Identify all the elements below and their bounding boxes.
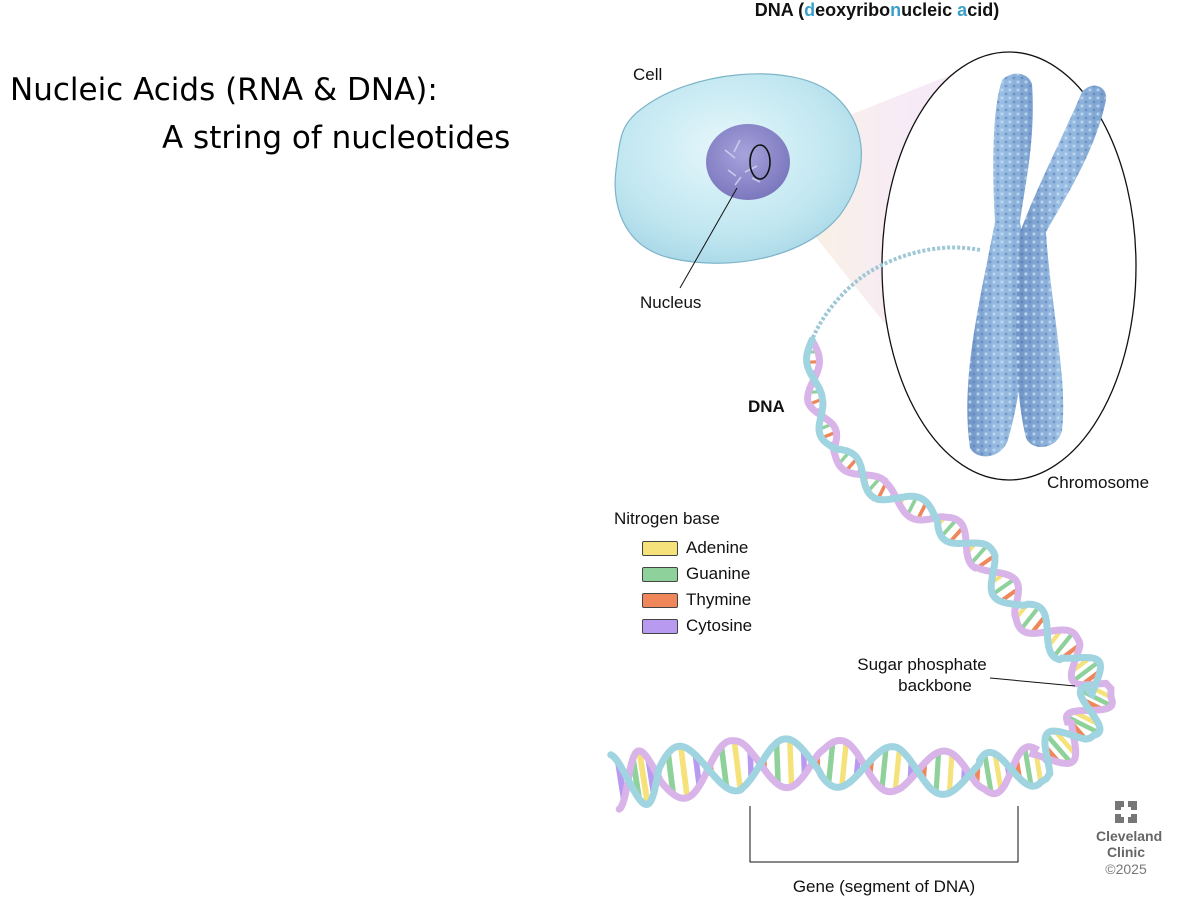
cleveland-clinic-brand: Cleveland Clinic ©2025 <box>1096 800 1163 878</box>
brand-year: ©2025 <box>1105 861 1147 877</box>
base-pair <box>892 746 903 794</box>
header-part: n <box>890 0 901 20</box>
backbone-pointer <box>989 677 1076 687</box>
gene-label: Gene (segment of DNA) <box>793 877 975 896</box>
header-part: cid) <box>967 0 999 20</box>
cleveland-clinic-logo-icon <box>1115 801 1137 823</box>
header-part: eoxyribo <box>815 0 890 20</box>
legend-swatch <box>642 566 678 582</box>
legend-label: Guanine <box>686 564 751 583</box>
cell-label: Cell <box>633 65 662 84</box>
header-part: a <box>957 0 968 20</box>
legend-swatch <box>642 618 678 634</box>
nucleus-label: Nucleus <box>640 293 701 312</box>
base-pair <box>1070 659 1102 684</box>
base-pair <box>839 739 849 790</box>
dna-thin-strand <box>810 245 981 341</box>
legend-swatch <box>642 540 678 556</box>
legend-label: Adenine <box>686 538 749 557</box>
legend-title: Nitrogen base <box>614 509 720 528</box>
base-pair <box>992 751 1004 793</box>
gene-bracket <box>749 806 1019 863</box>
base-pair <box>946 750 955 796</box>
legend-item-adenine: Adenine <box>614 535 752 561</box>
base-pair <box>665 750 677 798</box>
base-pair <box>1043 732 1074 766</box>
nucleus-highlight <box>749 144 771 180</box>
brand-line-2: Clinic <box>1106 844 1146 860</box>
legend-label: Cytosine <box>686 616 753 635</box>
slide-title-line-2: A string of nucleotides <box>162 120 511 157</box>
nucleus-pointer <box>679 187 738 289</box>
base-pair <box>939 517 959 539</box>
nitrogen-base-legend: Nitrogen base Adenine Guanine Thymine Cy… <box>614 509 752 639</box>
legend-item-cytosine: Cytosine <box>614 613 752 639</box>
base-pair <box>1078 688 1114 708</box>
base-pair <box>825 739 836 787</box>
base-pair <box>718 743 730 791</box>
base-pair <box>1051 630 1076 659</box>
backbone-strand-back <box>615 336 1116 813</box>
base-pair <box>773 739 781 788</box>
header-part: d <box>804 0 815 20</box>
legend-item-thymine: Thymine <box>614 587 752 613</box>
chromosome-label: Chromosome <box>1047 473 1149 492</box>
legend-item-guanine: Guanine <box>614 561 752 587</box>
brand-line-1: Cleveland <box>1096 828 1163 844</box>
base-pair <box>968 543 990 566</box>
slide-title: Nucleic Acids (RNA & DNA): A string of n… <box>10 66 510 162</box>
base-pair <box>731 737 744 793</box>
base-pair <box>990 576 1017 597</box>
dna-double-helix <box>607 336 1116 813</box>
base-pair <box>636 747 651 808</box>
header-prefix: DNA ( <box>755 0 804 20</box>
base-pair <box>982 751 994 796</box>
base-pair <box>1022 745 1034 789</box>
base-pair <box>933 749 942 796</box>
header-part: ucleic <box>901 0 957 20</box>
backbone-strand-front <box>607 336 1105 809</box>
backbone-label-line-2: backbone <box>898 676 972 695</box>
chromosome <box>967 73 1107 457</box>
base-pair <box>1018 604 1042 632</box>
slide-title-line-1: Nucleic Acids (RNA & DNA): <box>10 72 438 108</box>
backbone-label-line-1: Sugar phosphate <box>857 655 987 674</box>
base-pair <box>787 736 795 790</box>
diagram-header: DNA (deoxyribonucleic acid) <box>755 0 999 20</box>
base-pair <box>677 743 691 801</box>
nucleus <box>706 124 790 200</box>
legend-label: Thymine <box>686 590 752 609</box>
legend-swatch <box>642 592 678 608</box>
base-pair <box>879 745 889 792</box>
dna-label: DNA <box>748 397 785 416</box>
